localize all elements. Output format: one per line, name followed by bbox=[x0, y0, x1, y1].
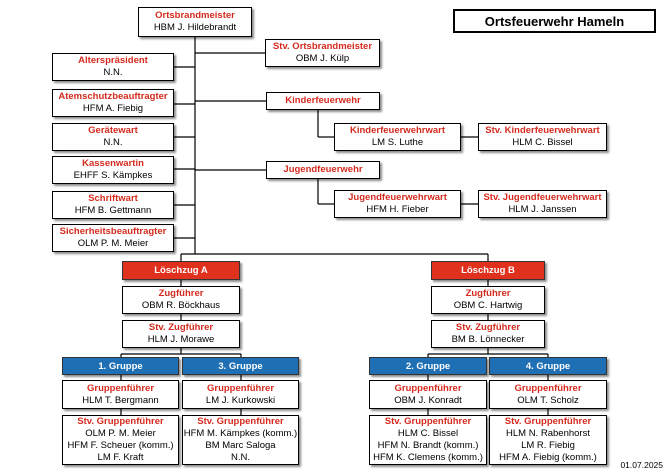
unit-label: Kinderfeuerwehr bbox=[285, 95, 361, 106]
person-name: OLM T. Scholz bbox=[517, 394, 579, 406]
person-name: HFM H. Fieber bbox=[366, 204, 429, 215]
gruppenfuehrer-4-box: Gruppenführer OLM T. Scholz bbox=[489, 380, 607, 409]
person-name: HLM C. Bissel bbox=[512, 137, 573, 148]
kinderfeuerwehrwart-box: Kinderfeuerwehrwart LM S. Luthe bbox=[334, 123, 461, 151]
role-label: Gruppenführer bbox=[514, 382, 582, 394]
role-label: Stv. Jugendfeuerwehrwart bbox=[483, 192, 602, 203]
ortsbrandmeister-box: Ortsbrandmeister HBM J. Hildebrandt bbox=[138, 7, 252, 37]
jugendfeuerwehrwart-box: Jugendfeuerwehrwart HFM H. Fieber bbox=[334, 190, 461, 218]
stv-zugfuehrer-a-box: Stv. Zugführer HLM J. Morawe bbox=[122, 320, 240, 348]
role-label: Stv. Gruppenführer bbox=[197, 416, 284, 427]
person-name: LM R. Fiebig bbox=[521, 440, 575, 451]
person-name: OBM R. Böckhaus bbox=[141, 300, 221, 311]
role-label: Stv. Gruppenführer bbox=[504, 416, 592, 427]
role-label: Stv. Gruppenführer bbox=[77, 416, 164, 427]
person-name: HLM J. Morawe bbox=[147, 334, 215, 345]
gruppe-1-header: 1. Gruppe bbox=[62, 357, 179, 375]
loeschzug-a-header: Löschzug A bbox=[122, 261, 240, 280]
person-name: LM F. Kraft bbox=[97, 452, 144, 463]
person-name: OLM P. M. Meier bbox=[85, 428, 156, 439]
person-name: HFM A. Fiebig bbox=[82, 103, 144, 114]
role-label: Stv. Zugführer bbox=[455, 322, 521, 333]
person-name: OBM J. Külp bbox=[295, 53, 350, 64]
person-name: HLM J. Janssen bbox=[508, 204, 577, 215]
role-label: Stv. Gruppenführer bbox=[384, 416, 472, 427]
person-name: HBM J. Hildebrandt bbox=[153, 22, 237, 33]
zugfuehrer-b-box: Zugführer OBM C. Hartwig bbox=[431, 286, 545, 314]
gruppenfuehrer-2-box: Gruppenführer OBM J. Konradt bbox=[369, 380, 487, 409]
stv-gruppenfuehrer-3-box: Stv. Gruppenführer HFM M. Kämpkes (komm.… bbox=[182, 415, 299, 465]
role-label: Ortsbrandmeister bbox=[155, 10, 235, 21]
person-name: N.N. bbox=[103, 67, 123, 78]
person-name: OBM J. Konradt bbox=[394, 394, 462, 406]
gruppe-3-header: 3. Gruppe bbox=[182, 357, 299, 375]
atemschutzbeauftragter-box: Atemschutzbeauftragter HFM A. Fiebig bbox=[52, 89, 174, 117]
stv-ortsbrandmeister-box: Stv. Ortsbrandmeister OBM J. Külp bbox=[265, 39, 380, 67]
kassenwartin-box: Kassenwartin EHFF S. Kämpkes bbox=[52, 156, 174, 184]
date-stamp: 01.07.2025 bbox=[620, 460, 663, 470]
stv-zugfuehrer-b-box: Stv. Zugführer BM B. Lönnecker bbox=[431, 320, 545, 348]
person-name: HFM B. Gettmann bbox=[74, 205, 152, 216]
person-name: HFM N. Brandt (komm.) bbox=[377, 440, 479, 451]
org-chart-title: Ortsfeuerwehr Hameln bbox=[453, 9, 656, 33]
person-name: HLM C. Bissel bbox=[397, 428, 459, 439]
person-name: HLM N. Rabenhorst bbox=[506, 428, 590, 439]
role-label: Kinderfeuerwehrwart bbox=[349, 125, 446, 136]
role-label: Kassenwartin bbox=[82, 158, 144, 169]
person-name: N.N. bbox=[103, 137, 123, 148]
person-name: HFM K. Clemens (komm.) bbox=[373, 452, 483, 463]
sicherheitsbeauftragter-box: Sicherheitsbeauftragter OLM P. M. Meier bbox=[52, 224, 174, 252]
person-name: HLM T. Bergmann bbox=[82, 394, 159, 406]
person-name: BM B. Lönnecker bbox=[451, 334, 525, 345]
role-label: Zugführer bbox=[465, 288, 511, 299]
role-label: Gruppenführer bbox=[86, 382, 155, 394]
role-label: Jugendfeuerwehrwart bbox=[348, 192, 447, 203]
role-label: Sicherheitsbeauftragter bbox=[59, 226, 167, 237]
stv-gruppenfuehrer-4-box: Stv. Gruppenführer HLM N. Rabenhorst LM … bbox=[489, 415, 607, 465]
geraetewart-box: Gerätewart N.N. bbox=[52, 123, 174, 151]
gruppenfuehrer-3-box: Gruppenführer LM J. Kurkowski bbox=[182, 380, 299, 409]
person-name: EHFF S. Kämpkes bbox=[73, 170, 153, 181]
schriftwart-box: Schriftwart HFM B. Gettmann bbox=[52, 191, 174, 219]
role-label: Stv. Zugführer bbox=[148, 322, 214, 333]
person-name: BM Marc Saloga bbox=[205, 440, 276, 451]
stv-jugendfeuerwehrwart-box: Stv. Jugendfeuerwehrwart HLM J. Janssen bbox=[478, 190, 607, 218]
role-label: Stv. Kinderfeuerwehrwart bbox=[485, 125, 600, 136]
role-label: Alterspräsident bbox=[78, 55, 148, 66]
stv-kinderfeuerwehrwart-box: Stv. Kinderfeuerwehrwart HLM C. Bissel bbox=[478, 123, 607, 151]
person-name: N.N. bbox=[231, 452, 250, 463]
person-name: LM S. Luthe bbox=[371, 137, 424, 148]
person-name: OLM P. M. Meier bbox=[77, 238, 149, 249]
role-label: Gruppenführer bbox=[206, 382, 275, 394]
role-label: Zugführer bbox=[158, 288, 204, 299]
person-name: HFM M. Kämpkes (komm.) bbox=[183, 428, 298, 439]
role-label: Gerätewart bbox=[88, 125, 138, 136]
person-name: LM J. Kurkowski bbox=[205, 394, 276, 406]
person-name: HFM F. Scheuer (komm.) bbox=[67, 440, 174, 451]
alterspraesident-box: Alterspräsident N.N. bbox=[52, 53, 174, 81]
role-label: Schriftwart bbox=[88, 193, 138, 204]
jugendfeuerwehr-box: Jugendfeuerwehr bbox=[266, 161, 380, 179]
gruppe-2-header: 2. Gruppe bbox=[369, 357, 487, 375]
gruppenfuehrer-1-box: Gruppenführer HLM T. Bergmann bbox=[62, 380, 179, 409]
zugfuehrer-a-box: Zugführer OBM R. Böckhaus bbox=[122, 286, 240, 314]
role-label: Gruppenführer bbox=[394, 382, 462, 394]
role-label: Stv. Ortsbrandmeister bbox=[272, 41, 373, 52]
role-label: Atemschutzbeauftragter bbox=[58, 91, 168, 102]
loeschzug-b-header: Löschzug B bbox=[431, 261, 545, 280]
person-name: HFM A. Fiebig (komm.) bbox=[499, 452, 597, 463]
gruppe-4-header: 4. Gruppe bbox=[489, 357, 607, 375]
person-name: OBM C. Hartwig bbox=[453, 300, 523, 311]
stv-gruppenfuehrer-1-box: Stv. Gruppenführer OLM P. M. Meier HFM F… bbox=[62, 415, 179, 465]
kinderfeuerwehr-box: Kinderfeuerwehr bbox=[266, 92, 380, 110]
stv-gruppenfuehrer-2-box: Stv. Gruppenführer HLM C. Bissel HFM N. … bbox=[369, 415, 487, 465]
unit-label: Jugendfeuerwehr bbox=[283, 164, 363, 175]
